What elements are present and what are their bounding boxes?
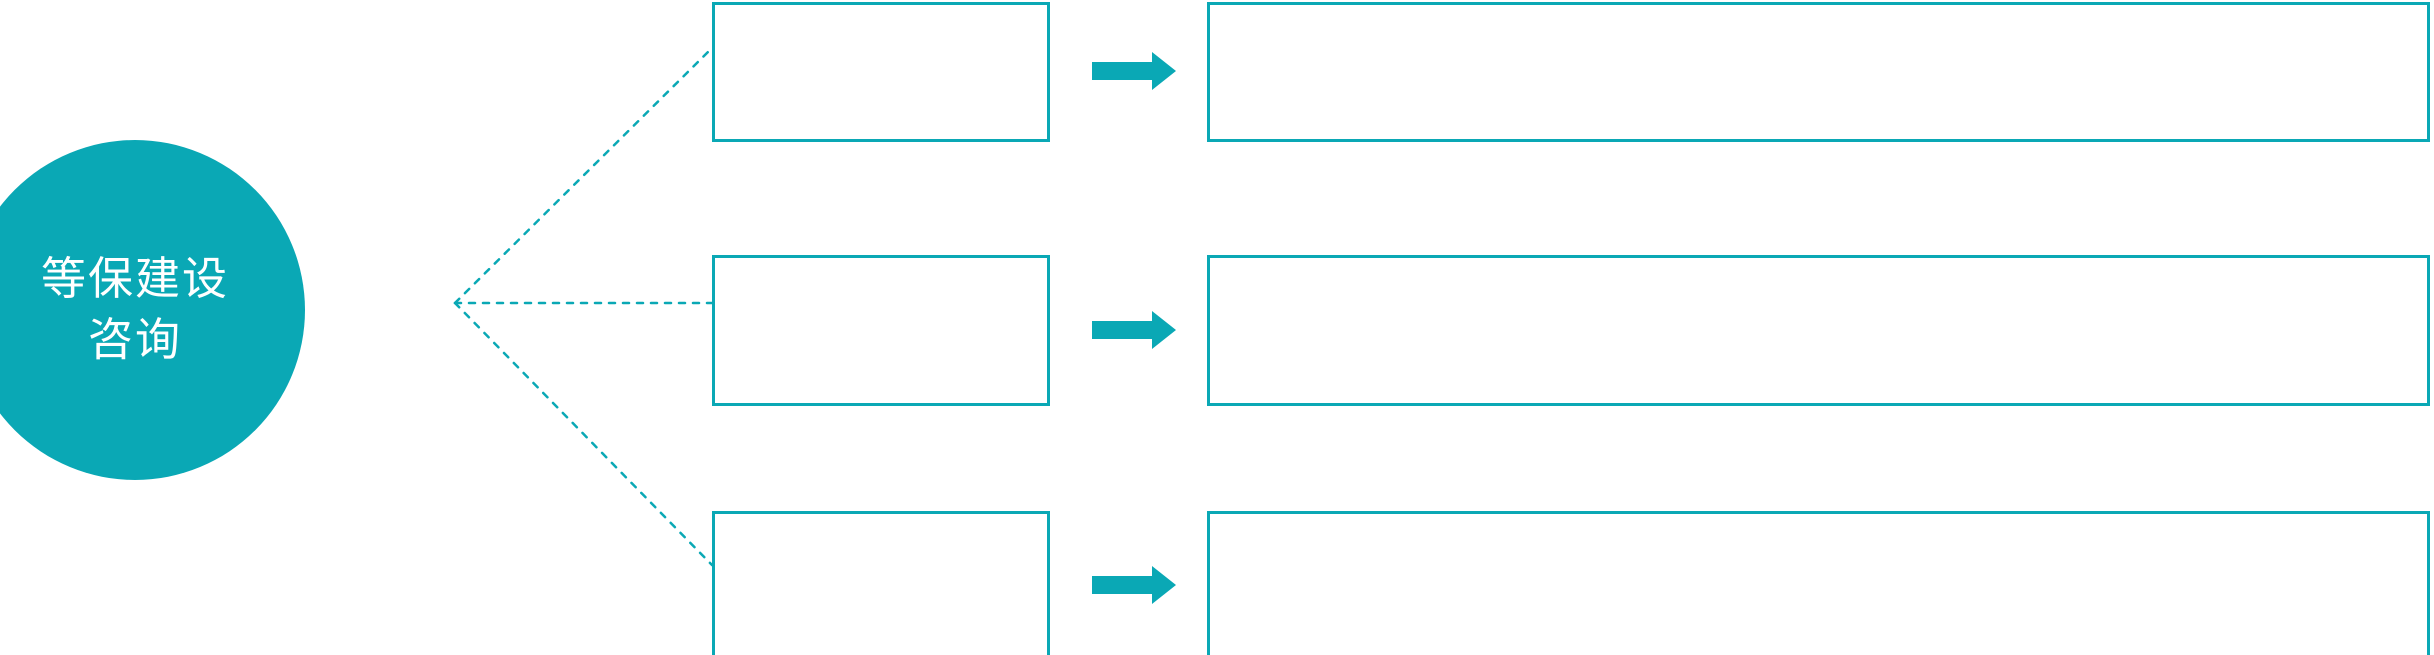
detail-box-3[interactable]	[1207, 511, 2430, 655]
detail-box-1[interactable]	[1207, 2, 2430, 142]
hub-label-line-1: 等保建设	[40, 253, 229, 305]
right-arrow-icon-3	[1092, 566, 1176, 604]
detail-box-2[interactable]	[1207, 255, 2430, 406]
stage-box-3[interactable]	[712, 511, 1050, 655]
hub-circle[interactable]: 等保建设 咨询	[0, 140, 305, 480]
hub-label-line-2: 咨询	[87, 314, 182, 365]
right-arrow-icon-2	[1092, 311, 1176, 349]
stage-box-1[interactable]	[712, 2, 1050, 142]
stage-box-2[interactable]	[712, 255, 1050, 406]
connector-line-row-3	[453, 301, 714, 567]
right-arrow-icon-1	[1092, 52, 1176, 90]
connector-line-row-1	[453, 46, 714, 305]
